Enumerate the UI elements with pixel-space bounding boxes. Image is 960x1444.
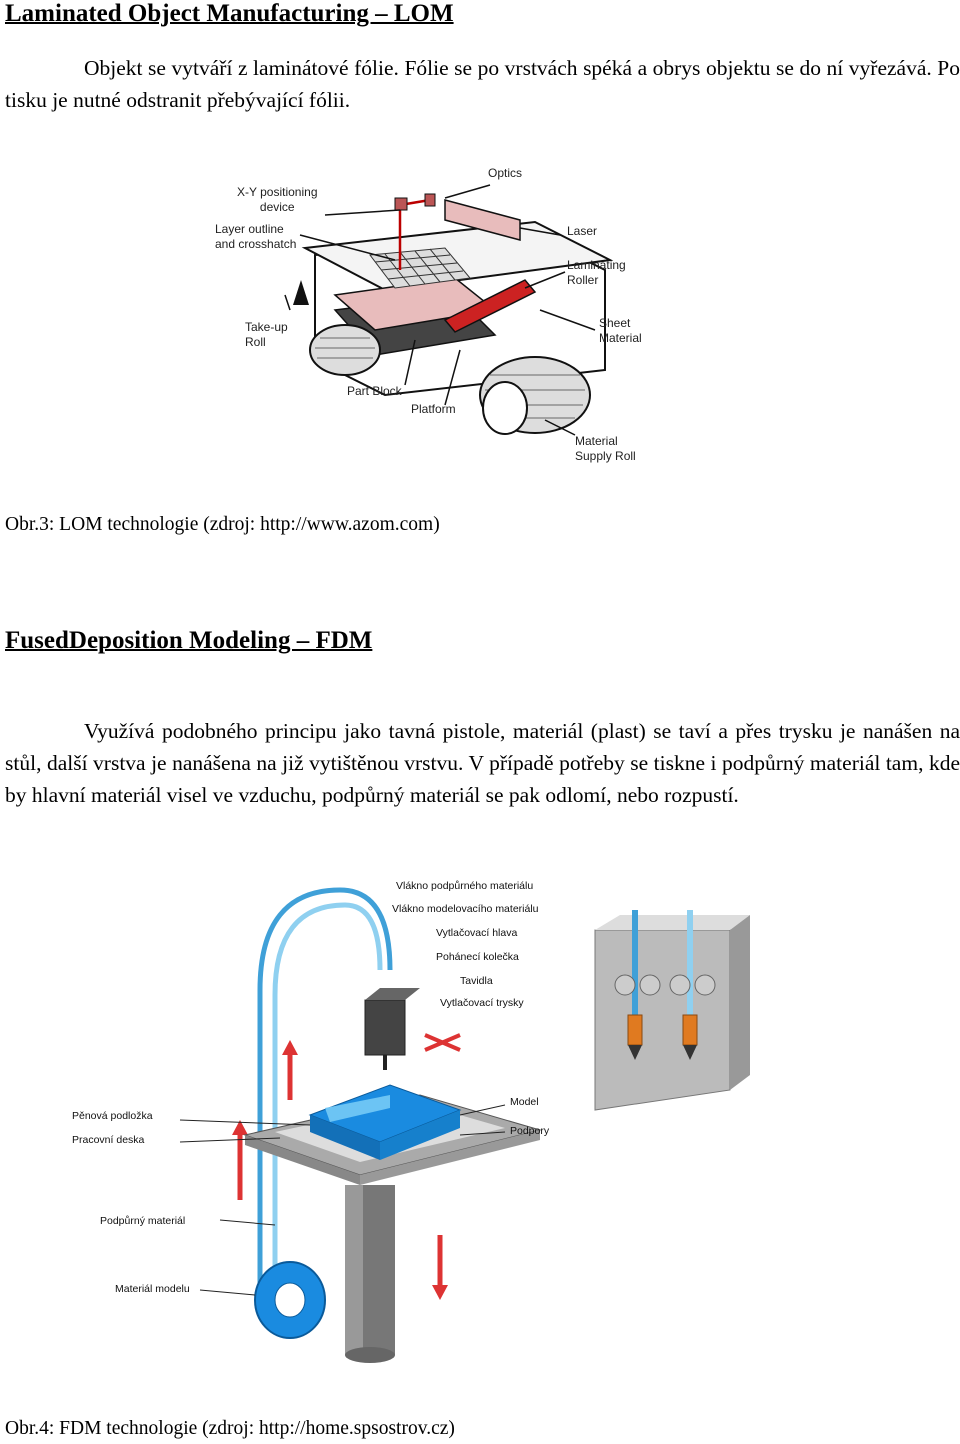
fdm-label-foam-pad: Pěnová podložka <box>72 1110 153 1122</box>
fdm-label-fiber-model: Vlákno modelovacího materiálu <box>392 903 539 915</box>
lom-diagram <box>284 184 614 436</box>
fdm-paragraph: Využívá podobného principu jako tavná pi… <box>5 719 960 807</box>
lom-label-xy-device: X-Y positioning device <box>237 185 318 214</box>
fdm-label-extrusion-head: Vytlačovací hlava <box>436 927 518 939</box>
lom-label-layer-outline: Layer outline and crosshatch <box>215 222 297 251</box>
lom-label-laser: Laser <box>567 224 598 238</box>
fdm-heading: FusedDeposition Modeling – FDM <box>5 627 373 654</box>
fdm-label-nozzles: Vytlačovací trysky <box>440 997 524 1009</box>
fdm-caption: Obr.4: FDM technologie (zdroj: http://ho… <box>5 1418 455 1439</box>
fdm-label-model: Model <box>510 1096 539 1108</box>
lom-paragraph: Objekt se vytváří z laminátové fólie. Fó… <box>5 56 960 112</box>
fdm-label-fiber-support: Vlákno podpůrného materiálu <box>396 880 534 892</box>
lom-label-laminating-roller: Laminating Roller <box>567 258 626 287</box>
fdm-label-drive-wheels: Pohánecí kolečka <box>436 951 519 963</box>
fdm-diagram <box>179 887 750 1363</box>
fdm-label-model-material: Materiál modelu <box>115 1283 190 1295</box>
fdm-label-heaters: Tavidla <box>460 975 493 987</box>
fdm-label-work-plate: Pracovní deska <box>72 1134 145 1146</box>
lom-caption: Obr.3: LOM technologie (zdroj: http://ww… <box>5 514 440 535</box>
lom-label-optics: Optics <box>488 166 523 180</box>
fdm-figure: Vlákno podpůrného materiálu Vlákno model… <box>60 870 760 1395</box>
lom-label-supply-roll: Material Supply Roll <box>575 434 636 463</box>
lom-label-takeup-roll: Take-up Roll <box>245 320 288 349</box>
lom-label-part-block: Part Block <box>347 384 402 398</box>
fdm-label-supports: Podpory <box>510 1125 550 1137</box>
lom-label-sheet-material: Sheet Material <box>599 316 642 345</box>
lom-heading: Laminated Object Manufacturing – LOM <box>5 0 454 27</box>
fdm-label-support-material: Podpůrný materiál <box>100 1215 186 1227</box>
lom-figure: Optics X-Y positioning device Layer outl… <box>205 160 665 475</box>
lom-label-platform: Platform <box>411 402 456 416</box>
